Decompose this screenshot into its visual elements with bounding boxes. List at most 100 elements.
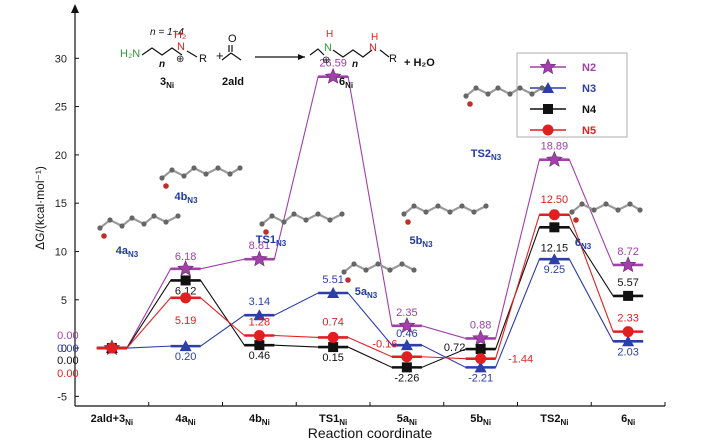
data-point <box>549 222 560 233</box>
x-tick-label: 6Ni <box>621 413 635 427</box>
x-axis-title: Reaction coordinate <box>308 425 433 441</box>
product-chain <box>332 49 373 58</box>
data-label: 0.72 <box>444 342 465 354</box>
data-point <box>324 67 342 84</box>
atom <box>141 221 147 227</box>
structure-label: 5aN3 <box>355 286 378 300</box>
atom <box>169 167 175 173</box>
reaction-arrowhead <box>298 54 305 60</box>
amine-n-sub: n <box>159 59 165 70</box>
data-point <box>254 340 265 351</box>
product-label: 6Ni <box>339 76 353 90</box>
atom <box>507 91 513 97</box>
data-label: 0.00 <box>57 355 78 367</box>
molecule-6: 6N3 <box>569 201 643 251</box>
data-label: -2.26 <box>394 372 419 384</box>
atom <box>227 171 233 177</box>
atom <box>181 173 187 179</box>
molecule-5a: 5aN3 <box>341 261 417 300</box>
x-tick-label: 2ald+3Ni <box>91 413 134 427</box>
data-label: 26.59 <box>319 58 347 70</box>
data-label: 3.14 <box>249 296 270 308</box>
data-point <box>546 150 563 167</box>
data-label: 2.35 <box>396 307 417 319</box>
data-point <box>619 256 637 273</box>
atom <box>569 209 575 215</box>
data-point <box>251 250 268 267</box>
data-label: 5.51 <box>322 274 343 286</box>
data-point <box>177 260 194 276</box>
atom <box>191 165 197 171</box>
atom <box>637 207 643 213</box>
data-label: 9.25 <box>544 264 565 276</box>
amine-chain <box>141 47 183 56</box>
data-point <box>327 286 340 298</box>
atom <box>447 209 453 215</box>
x-tick-label: TS2Ni <box>540 413 568 427</box>
atom <box>291 211 297 217</box>
product-h-label: H <box>326 29 333 40</box>
series-layer: 0.006.188.8126.592.350.8818.898.720.000.… <box>57 58 644 384</box>
data-point <box>106 342 118 354</box>
atom <box>603 201 609 207</box>
y-tick-label: 30 <box>55 53 67 65</box>
data-point <box>622 335 635 347</box>
y-axis-arrow <box>71 4 79 13</box>
data-label: 0.20 <box>175 351 196 363</box>
water-label: + H₂O <box>404 57 435 69</box>
atom <box>341 269 347 275</box>
atom <box>615 207 621 213</box>
legend-marker <box>543 104 553 114</box>
atom <box>203 171 209 177</box>
data-label: 1.28 <box>249 316 270 328</box>
y-tick-label: -5 <box>57 391 67 403</box>
data-point <box>180 275 191 286</box>
structure-label: 4aN3 <box>116 245 139 259</box>
data-label: -2.21 <box>468 372 493 384</box>
atom <box>129 215 135 221</box>
plus-sign: + <box>216 48 224 63</box>
data-point <box>622 326 634 338</box>
product-r-bond <box>379 49 390 58</box>
series-N3: 0.000.203.145.510.46-2.219.252.03 <box>57 253 644 384</box>
data-label: 18.89 <box>541 141 569 153</box>
legend-marker <box>539 58 557 75</box>
atom <box>237 165 243 171</box>
oxygen-atom <box>405 219 411 225</box>
amine-charge: ⊕ <box>176 54 184 65</box>
amine-label: 3Ni <box>160 76 174 90</box>
product-charge: ⊕ <box>322 55 330 66</box>
data-label: 0.00 <box>57 330 78 342</box>
oxygen-atom <box>345 277 351 283</box>
y-tick-label: 15 <box>55 198 67 210</box>
oxygen-atom <box>263 229 269 235</box>
data-point <box>328 342 339 353</box>
data-point <box>400 339 413 351</box>
data-label: 12.15 <box>541 242 569 254</box>
molecule-TS1: TS1N3 <box>256 211 345 248</box>
data-label: 2.33 <box>617 313 638 325</box>
data-point <box>401 351 413 363</box>
data-label: -1.44 <box>508 354 533 366</box>
x-tick-label: 4aNi <box>176 413 196 427</box>
data-point <box>401 362 412 373</box>
x-tick-label: TS1Ni <box>319 413 347 427</box>
product-n1-label: N <box>324 42 332 54</box>
atom <box>303 217 309 223</box>
atom <box>473 85 479 91</box>
data-label: 0.46 <box>396 328 417 340</box>
structure-label: TS2N3 <box>471 148 502 162</box>
data-point <box>179 340 192 352</box>
atom <box>259 221 265 227</box>
data-label: 6.12 <box>175 285 196 297</box>
structure-label: 6N3 <box>575 237 592 251</box>
atom <box>387 267 393 273</box>
y-tick-label: 0 <box>61 343 67 355</box>
atom <box>281 219 287 225</box>
data-point <box>180 292 192 304</box>
product-n2-label: N <box>369 42 377 54</box>
data-label: 8.81 <box>249 240 270 252</box>
